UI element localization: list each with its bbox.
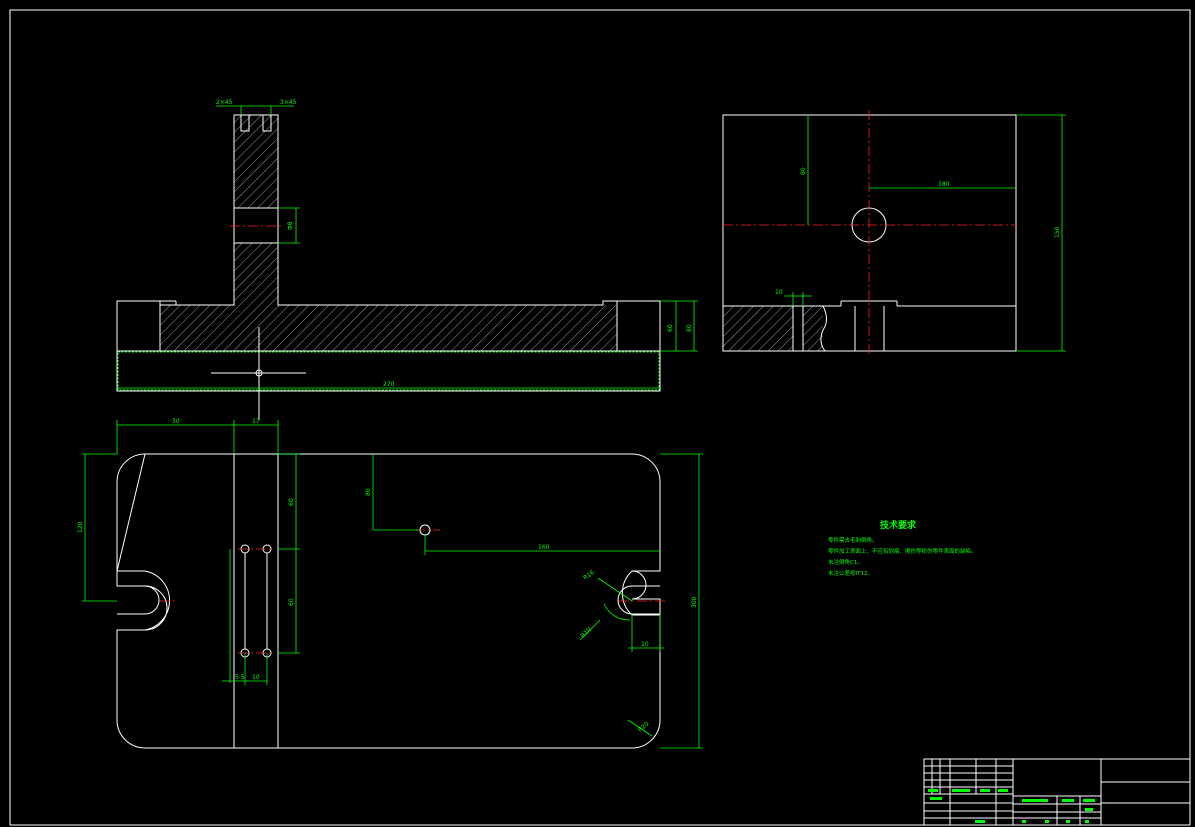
tech-req-item-4: 未注公差按IT12。 [828,569,873,577]
dim-top-slot-left: 2×45 [216,99,233,106]
dim-side-total-height: 150 [1054,226,1061,238]
dim-top-pin-x1: 5.5 [235,674,245,681]
dim-top-total-height: 300 [691,596,698,608]
dim-top-corner-r: R20 [637,720,651,733]
dim-top-hole-offset: 160 [538,544,550,551]
top-view: 30 17 120 80 160 60 60 5.5 10 300 R16 R1… [77,418,703,749]
front-view: 2×45 3×45 Φ8 60 80 270 [116,99,698,420]
dim-top-arc-offset: 10 [641,641,649,648]
dim-top-hole-depth: 80 [365,488,372,496]
dim-side-slot-width: 10 [775,289,783,296]
dim-top-arc-r: R16 [582,569,596,582]
dim-step-height: 60 [667,324,674,332]
dim-hole-height: Φ8 [287,221,294,230]
dim-top-pin-x2: 10 [252,674,260,681]
dim-top-arc-r2: R10 [579,626,592,639]
tech-req-item-2: 零件加工表面上，不应有划痕、擦伤等损伤零件表面的缺陷。 [828,547,977,555]
dim-top-pin-spacing: 60 [288,598,295,606]
side-view: 80 180 150 10 [722,110,1066,355]
dim-top-left-edge: 30 [172,418,180,425]
dim-top-slot-center-height: 120 [77,521,84,533]
dim-total-height: 80 [686,324,693,332]
tech-req-item-1: 零件需去毛刺倒角。 [828,536,878,544]
title-block [923,758,1191,826]
dim-top-slot-right: 3×45 [280,99,297,106]
dim-side-height-to-hole: 80 [800,167,807,175]
tech-req-title: 技术要求 [880,519,917,531]
technical-requirements: 技术要求 零件需去毛刺倒角。 零件加工表面上，不应有划痕、擦伤等损伤零件表面的缺… [828,519,977,577]
drawing-border [9,9,1191,826]
dim-side-hole-offset: 180 [938,181,950,188]
dim-base-length: 270 [383,381,395,388]
dim-top-pin-upper: 60 [288,498,295,506]
tech-req-item-3: 未注倒角C1。 [828,558,863,566]
dim-top-rib-width: 17 [252,418,260,425]
